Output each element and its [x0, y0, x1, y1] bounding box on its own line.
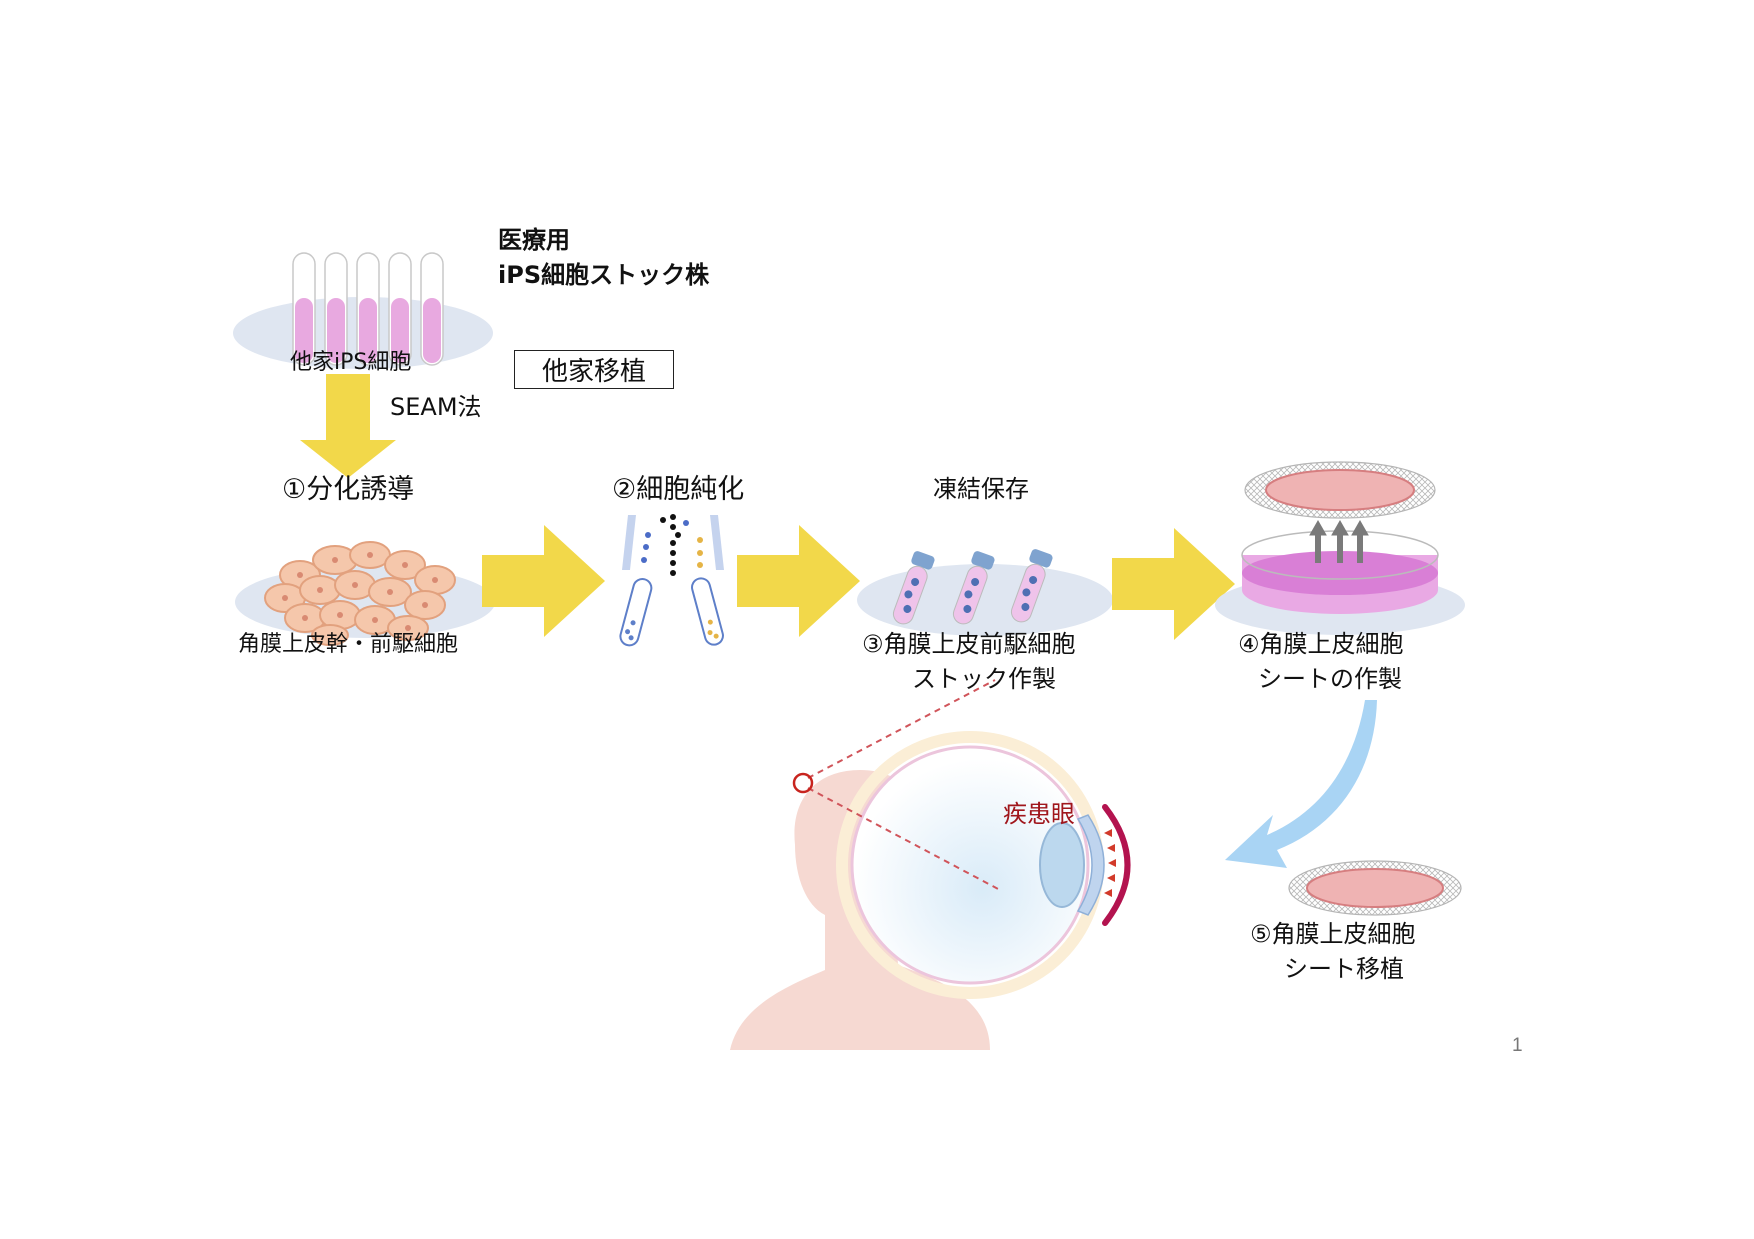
- collection-tube-right: [691, 577, 724, 646]
- title-line-2: iPS細胞ストック株: [498, 261, 710, 289]
- cell-sheet-top: [1244, 461, 1436, 519]
- sheet-arrow-icons: [1104, 829, 1116, 897]
- cryopreservation-label: 凍結保存: [933, 475, 1029, 503]
- curved-transplant-arrow-icon: [1225, 700, 1377, 868]
- seam-method-label: SEAM法: [390, 393, 482, 421]
- right-arrow-3-icon: [1112, 528, 1235, 640]
- ips-tubes-illustration: [233, 252, 493, 369]
- step-5-caption-line-2: シート移植: [1284, 955, 1404, 983]
- collection-tube-left: [619, 578, 653, 647]
- zoom-line-bottom: [807, 787, 1001, 891]
- eyeball: [850, 745, 1090, 985]
- step-2-title: ②細胞純化: [612, 474, 745, 505]
- cell-sheet-dish-illustration: [1215, 461, 1465, 635]
- allogeneic-transplant-box: 他家移植: [514, 350, 674, 389]
- allogeneic-transplant-label: 他家移植: [541, 357, 646, 387]
- cell-cluster: [264, 541, 456, 646]
- step-4-caption-line-1: ④角膜上皮細胞: [1238, 630, 1404, 658]
- vial-icon-2: [952, 551, 995, 625]
- step-4-caption-line-2: シートの作製: [1258, 665, 1402, 693]
- step-3-caption-line-2: ストック作製: [912, 665, 1056, 693]
- sorted-dots-blue: [641, 520, 689, 563]
- step-3-caption-line-1: ③角膜上皮前駆細胞: [862, 630, 1076, 658]
- test-tube-icons: [292, 252, 444, 366]
- sorted-dots-black: [660, 514, 681, 576]
- culture-dish: [1241, 530, 1439, 614]
- page-number: 1: [1512, 1035, 1523, 1056]
- diseased-eye-label: 疾患眼: [1003, 800, 1075, 828]
- down-arrow-icon: [300, 374, 396, 478]
- patient-eye-illustration: [730, 679, 1131, 1050]
- cell-sorter-illustration: [619, 514, 724, 647]
- right-arrow-2-icon: [737, 525, 860, 637]
- sorted-dots-yellow: [697, 537, 703, 568]
- step-1-caption: 角膜上皮幹・前駆細胞: [238, 632, 459, 657]
- vial-icon-3: [1010, 549, 1053, 623]
- lift-arrow-icons: [1309, 519, 1369, 563]
- vial-icon-1: [892, 551, 935, 625]
- lens: [1039, 822, 1085, 908]
- transplant-sheet-arc: [1102, 804, 1131, 926]
- step-5-caption-line-1: ⑤角膜上皮細胞: [1250, 920, 1416, 948]
- cornea: [1076, 814, 1105, 916]
- zoom-line-top: [807, 679, 996, 779]
- cell-nuclei: [282, 552, 438, 631]
- ips-cells-label: 他家iPS細胞: [290, 350, 412, 375]
- step-1-title: ①分化誘導: [282, 474, 415, 505]
- transplant-sheet-illustration: [1288, 860, 1462, 916]
- title-line-1: 医療用: [498, 226, 570, 254]
- frozen-vials-illustration: [857, 549, 1113, 636]
- eye-marker-circle: [792, 772, 814, 794]
- right-arrow-1-icon: [482, 525, 605, 637]
- epithelial-cells-illustration: [235, 541, 495, 646]
